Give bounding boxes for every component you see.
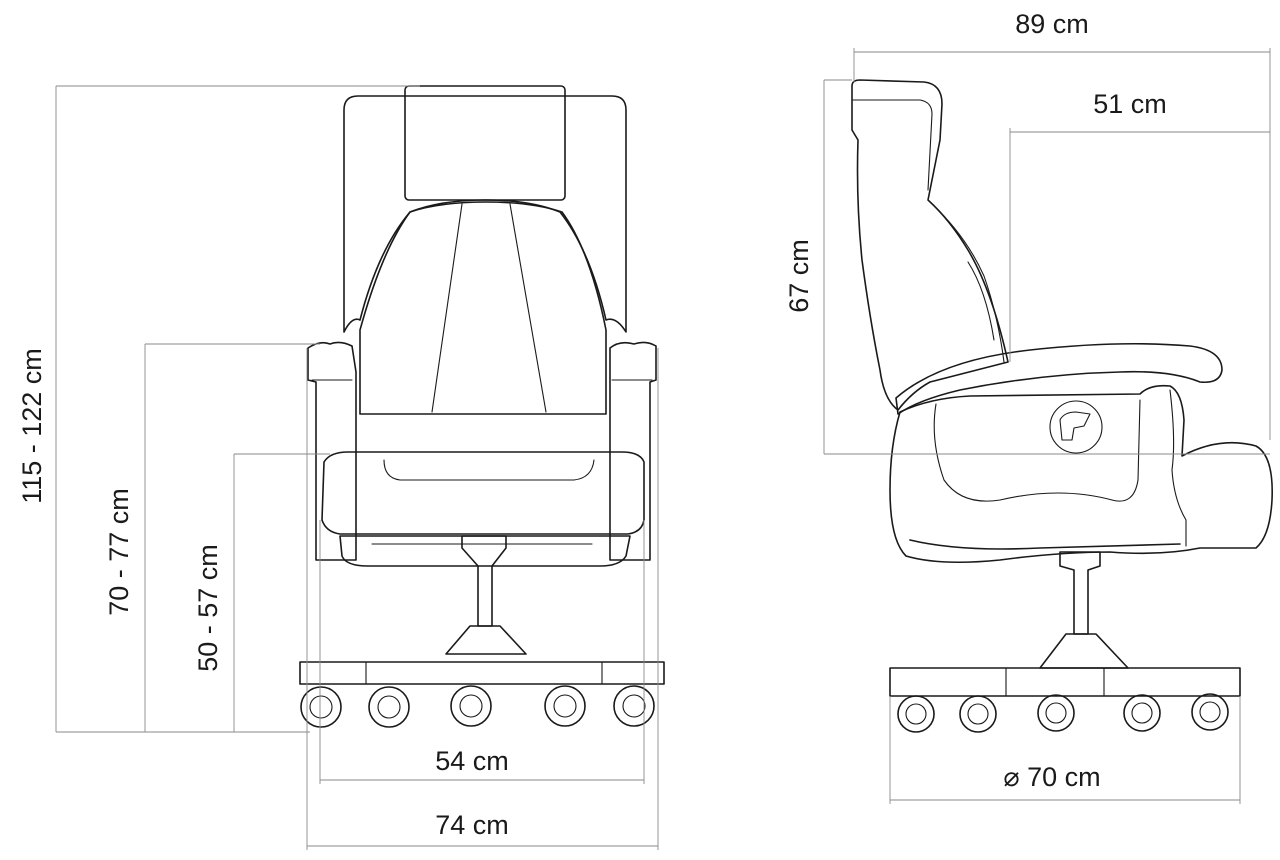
side-logo	[1049, 400, 1103, 454]
side-backrest	[851, 79, 1009, 411]
backrest-height-label: 67 cm	[784, 239, 814, 313]
front-casters	[300, 685, 655, 728]
total-height-label: 115 - 122 cm	[17, 348, 47, 504]
front-base	[299, 661, 665, 685]
seat-depth-label: 51 cm	[1093, 89, 1167, 119]
total-depth-label: 89 cm	[1015, 9, 1089, 39]
front-view-chair	[299, 85, 665, 728]
base-diameter-label: ⌀ 70 cm	[1003, 762, 1100, 792]
seat-width-label: 54 cm	[435, 746, 509, 776]
front-back-cushion	[359, 201, 607, 415]
seat-height-label: 50 - 57 cm	[193, 544, 223, 672]
front-gas-lift	[461, 535, 507, 627]
front-dimension-lines	[55, 85, 659, 850]
front-headrest	[404, 85, 566, 201]
side-view-chair	[851, 79, 1273, 733]
side-dimension-lines	[823, 48, 1271, 804]
front-left-armrest	[307, 341, 357, 561]
side-gas-lift	[1059, 551, 1101, 635]
side-casters	[897, 693, 1229, 733]
front-backrest	[343, 95, 627, 333]
side-seat	[889, 384, 1273, 564]
front-seat	[321, 451, 645, 535]
side-base	[889, 667, 1241, 697]
side-armrest	[895, 342, 1223, 415]
total-width-label: 74 cm	[435, 810, 509, 840]
front-right-armrest	[609, 341, 657, 561]
armrest-height-label: 70 - 77 cm	[104, 488, 134, 616]
